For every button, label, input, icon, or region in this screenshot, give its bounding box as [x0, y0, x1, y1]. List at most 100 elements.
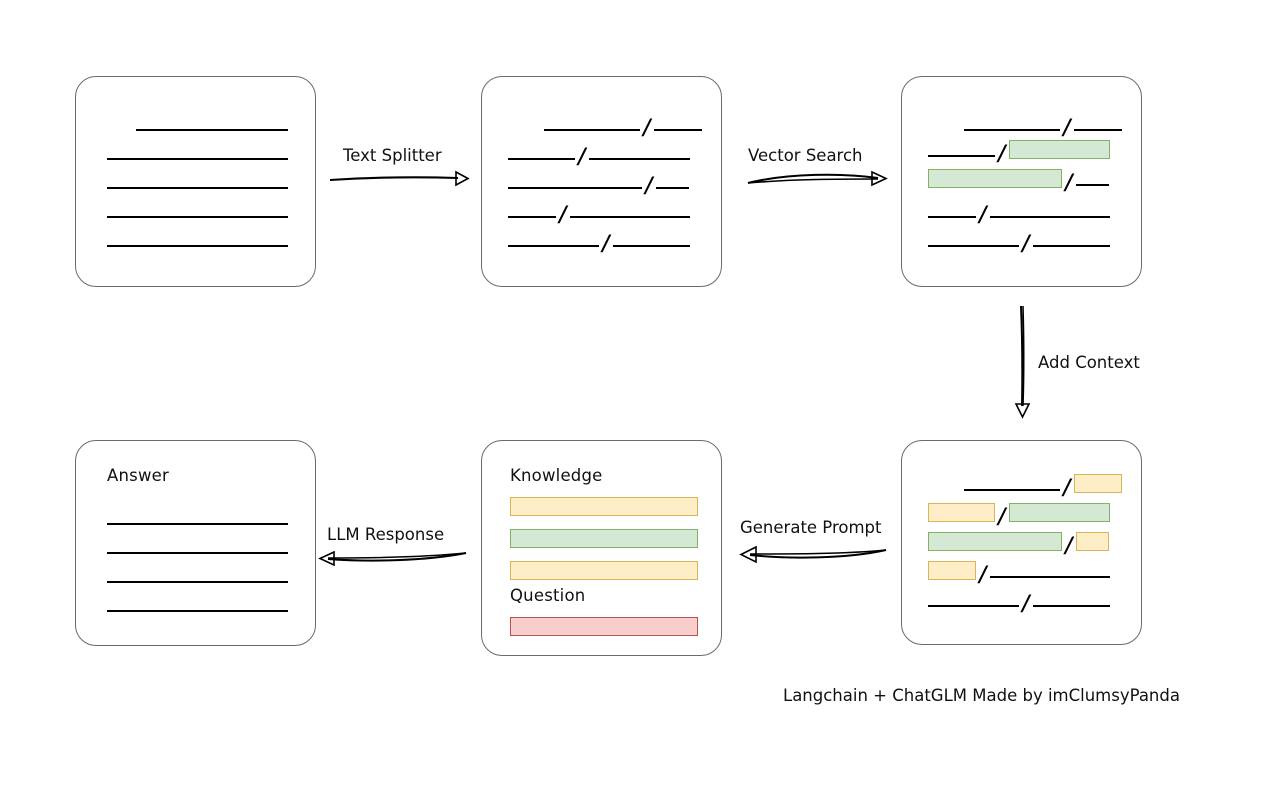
chunk-row: /: [928, 590, 1110, 615]
context-chunk-highlight: [928, 561, 976, 580]
text-line-segment: [653, 129, 702, 131]
text-line-segment: [107, 552, 288, 554]
context-chunk-highlight: [928, 503, 995, 522]
doc-row: [107, 115, 288, 133]
arrow-vector-search: [747, 170, 888, 187]
answer-row: [107, 509, 288, 527]
text-line-segment: [1032, 605, 1110, 607]
chunk-separator: /: [998, 503, 1006, 528]
arrow-label-add-context: Add Context: [1038, 353, 1140, 372]
chunk-separator: /: [998, 140, 1006, 165]
text-line-segment: [107, 581, 288, 583]
chunk-row: /: [928, 561, 1110, 586]
answer-row: [107, 567, 288, 585]
arrow-llm-response: [318, 550, 467, 567]
question-label: Question: [510, 586, 586, 605]
chunk-row: /: [928, 503, 1110, 528]
matched-chunk-highlight: [928, 532, 1062, 551]
text-line-segment: [655, 187, 689, 189]
box-split-chunks[interactable]: / / / / /: [481, 76, 722, 287]
text-line-segment: [1073, 129, 1122, 131]
box-answer[interactable]: Answer: [75, 440, 316, 646]
text-line-segment: [612, 245, 690, 247]
chunk-row: /: [928, 201, 1110, 226]
arrow-label-llm-response: LLM Response: [327, 525, 445, 544]
chunk-row: /: [928, 140, 1110, 165]
text-line-segment: [508, 216, 556, 218]
chunk-row: /: [928, 230, 1110, 255]
doc-row: [107, 144, 288, 162]
text-line-segment: [136, 129, 288, 131]
matched-chunk-highlight: [928, 169, 1062, 188]
text-line-segment: [107, 610, 288, 612]
chunk-separator: /: [979, 561, 987, 586]
chunk-separator: /: [643, 114, 651, 139]
chunk-row: /: [508, 114, 702, 139]
text-line-segment: [928, 245, 1019, 247]
matched-chunk-highlight: [1008, 503, 1110, 522]
chunk-separator: /: [1063, 474, 1071, 499]
chunk-separator: /: [602, 230, 610, 255]
doc-row: [107, 173, 288, 191]
text-line-segment: [964, 489, 1060, 491]
chunk-separator: /: [979, 201, 987, 226]
text-line-segment: [569, 216, 690, 218]
text-line-segment: [1032, 245, 1110, 247]
text-line-segment: [1075, 184, 1109, 186]
chunk-row: /: [508, 201, 690, 226]
chunk-separator: /: [578, 143, 586, 168]
chunk-separator: /: [1063, 114, 1071, 139]
text-line-segment: [928, 605, 1019, 607]
arrow-label-text-splitter: Text Splitter: [343, 146, 442, 165]
chunk-row: /: [928, 474, 1122, 499]
chunk-separator: /: [1022, 230, 1030, 255]
chunk-separator: /: [1022, 590, 1030, 615]
arrow-label-generate-prompt: Generate Prompt: [740, 518, 882, 537]
box-context-added-chunks[interactable]: / / / / /: [901, 440, 1142, 645]
text-line-segment: [107, 216, 288, 218]
text-line-segment: [508, 245, 599, 247]
knowledge-label: Knowledge: [510, 466, 603, 485]
chunk-row: /: [928, 114, 1122, 139]
box-source-document[interactable]: [75, 76, 316, 287]
chunk-separator: /: [645, 172, 653, 197]
text-line-segment: [107, 187, 288, 189]
text-line-segment: [989, 576, 1110, 578]
knowledge-bar: [510, 497, 698, 516]
chunk-row: /: [508, 230, 690, 255]
text-line-segment: [928, 155, 995, 157]
answer-label: Answer: [107, 466, 169, 485]
context-chunk-highlight: [1075, 532, 1109, 551]
text-line-segment: [107, 245, 288, 247]
knowledge-bar: [510, 529, 698, 548]
text-line-segment: [588, 158, 690, 160]
box-prompt[interactable]: Knowledge Question: [481, 440, 722, 656]
arrow-label-vector-search: Vector Search: [748, 146, 863, 165]
answer-row: [107, 596, 288, 614]
chunk-row: /: [928, 532, 1109, 557]
text-line-segment: [508, 187, 642, 189]
arrow-add-context: [1014, 305, 1031, 419]
answer-row: [107, 538, 288, 556]
chunk-row: /: [928, 169, 1109, 192]
text-line-segment: [928, 216, 976, 218]
text-line-segment: [107, 158, 288, 160]
footer-credit: Langchain + ChatGLM Made by imClumsyPand…: [783, 686, 1180, 705]
doc-row: [107, 231, 288, 249]
box-vector-matched-chunks[interactable]: / / / / /: [901, 76, 1142, 287]
chunk-row: /: [508, 172, 689, 197]
knowledge-bar: [510, 561, 698, 580]
chunk-row: /: [508, 143, 690, 168]
context-chunk-highlight: [1073, 474, 1122, 493]
text-line-segment: [964, 129, 1060, 131]
text-line-segment: [989, 216, 1110, 218]
text-line-segment: [107, 523, 288, 525]
chunk-separator: /: [1065, 532, 1073, 557]
doc-row: [107, 202, 288, 220]
chunk-separator: /: [559, 201, 567, 226]
text-line-segment: [508, 158, 575, 160]
question-bar: [510, 617, 698, 636]
matched-chunk-highlight: [1008, 140, 1110, 159]
arrow-generate-prompt: [739, 545, 887, 564]
